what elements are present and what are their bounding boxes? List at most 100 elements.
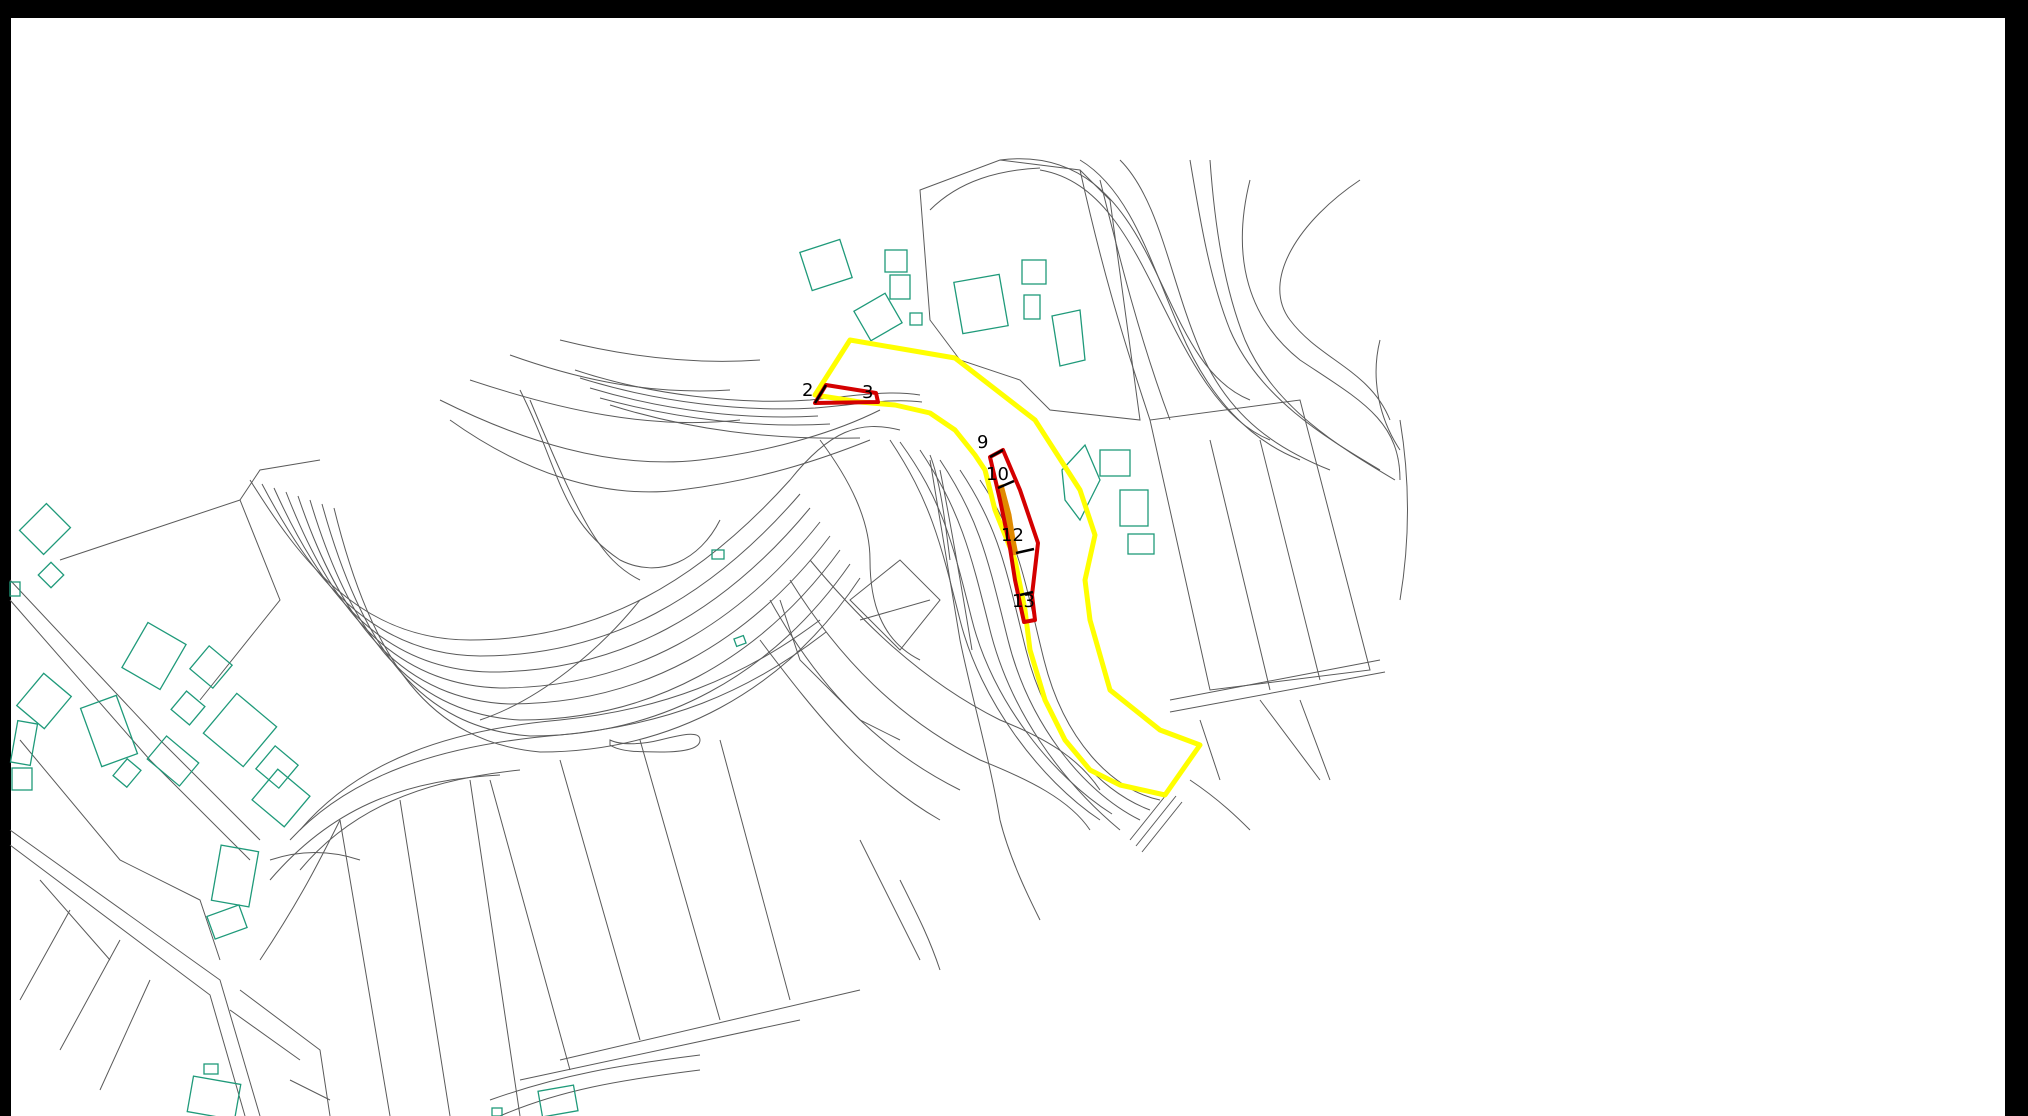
parcel-line [479, 599, 641, 721]
building [491, 1107, 503, 1116]
contour-line [439, 399, 881, 463]
building [537, 1084, 579, 1116]
segment-line [996, 484, 1019, 556]
parcel-line [229, 1009, 331, 1101]
building [799, 238, 853, 292]
contour-line [449, 419, 871, 493]
contour-line [759, 639, 941, 821]
stream-line [959, 469, 1151, 811]
parcel-line [239, 459, 321, 501]
building [206, 904, 248, 940]
road-line [499, 1069, 701, 1116]
building [170, 690, 206, 726]
boundary-line [812, 337, 1203, 798]
buildings [9, 238, 1155, 1116]
contour-line [519, 389, 721, 569]
stream-line [899, 879, 941, 971]
road-line [574, 369, 921, 402]
road-line [299, 619, 821, 831]
building [9, 581, 21, 597]
contour-line [297, 495, 831, 705]
parcel-line [519, 1019, 801, 1081]
contour-line [1079, 159, 1301, 461]
contour-line [285, 491, 821, 689]
point-label-2: 2 [802, 380, 813, 401]
parcel-line [259, 819, 341, 961]
building [1023, 294, 1041, 320]
parcel-line [919, 159, 1141, 421]
road-line [299, 769, 521, 871]
building [1061, 443, 1101, 522]
building [1119, 489, 1149, 527]
contour-line [809, 559, 1101, 791]
parcel-line [19, 739, 221, 961]
building [202, 692, 278, 768]
contour-line [261, 483, 801, 657]
parcel-line [929, 167, 1041, 211]
stream-line [889, 439, 1101, 821]
parcel-line [59, 499, 281, 701]
building [79, 694, 139, 768]
contour-line [509, 354, 731, 392]
contour-line [469, 379, 741, 424]
building [889, 274, 911, 300]
contour-line [559, 339, 761, 362]
contour-line [1399, 419, 1408, 601]
road-line [489, 1054, 701, 1101]
stream-line [929, 459, 1041, 921]
stream-line [939, 469, 973, 651]
road-line [269, 852, 361, 861]
contour-line [789, 579, 1091, 831]
parcel-line [239, 989, 331, 1116]
building [203, 1063, 219, 1075]
building [112, 757, 142, 789]
parcel-line [1209, 439, 1271, 691]
contour-line [249, 426, 901, 641]
contour-line [1119, 159, 1331, 471]
parcel-line [19, 879, 151, 1091]
building [1127, 533, 1155, 555]
building [11, 767, 33, 791]
building [733, 634, 747, 648]
building [9, 719, 39, 767]
parcel-line [609, 733, 701, 753]
building [711, 549, 725, 560]
parcel-line [1099, 179, 1171, 421]
road-line [579, 377, 923, 410]
road-line [9, 829, 261, 1116]
contour-line [819, 439, 921, 661]
building [1021, 259, 1047, 285]
road-line [609, 404, 861, 439]
building [186, 1075, 242, 1116]
contour-line [999, 158, 1251, 401]
point-label-13: 13 [1012, 591, 1035, 612]
point-label-10: 10 [986, 464, 1009, 485]
parcel-line [1169, 659, 1386, 713]
building [251, 768, 311, 828]
building [18, 502, 72, 556]
stream-line [899, 441, 1113, 815]
contour-line [529, 399, 641, 581]
contour-line [1039, 169, 1271, 441]
bridge-line [1129, 789, 1183, 853]
road-line [289, 631, 827, 841]
building [1051, 309, 1086, 367]
building [146, 735, 200, 787]
parcel-line [779, 599, 901, 741]
building [210, 844, 260, 908]
building [884, 249, 908, 273]
parcel-line [1259, 439, 1321, 681]
parcel-line [339, 739, 791, 1116]
stream-line [919, 449, 1121, 831]
parcel-outline-9-13[interactable] [988, 448, 1040, 624]
point-label-3: 3 [862, 382, 873, 403]
contour-lines [9, 158, 1408, 1116]
contour-line [1241, 179, 1401, 481]
building [909, 312, 923, 326]
building [853, 292, 903, 342]
parcel-line [859, 599, 931, 621]
contour-line [849, 559, 941, 651]
point-label-12: 12 [1001, 525, 1024, 546]
